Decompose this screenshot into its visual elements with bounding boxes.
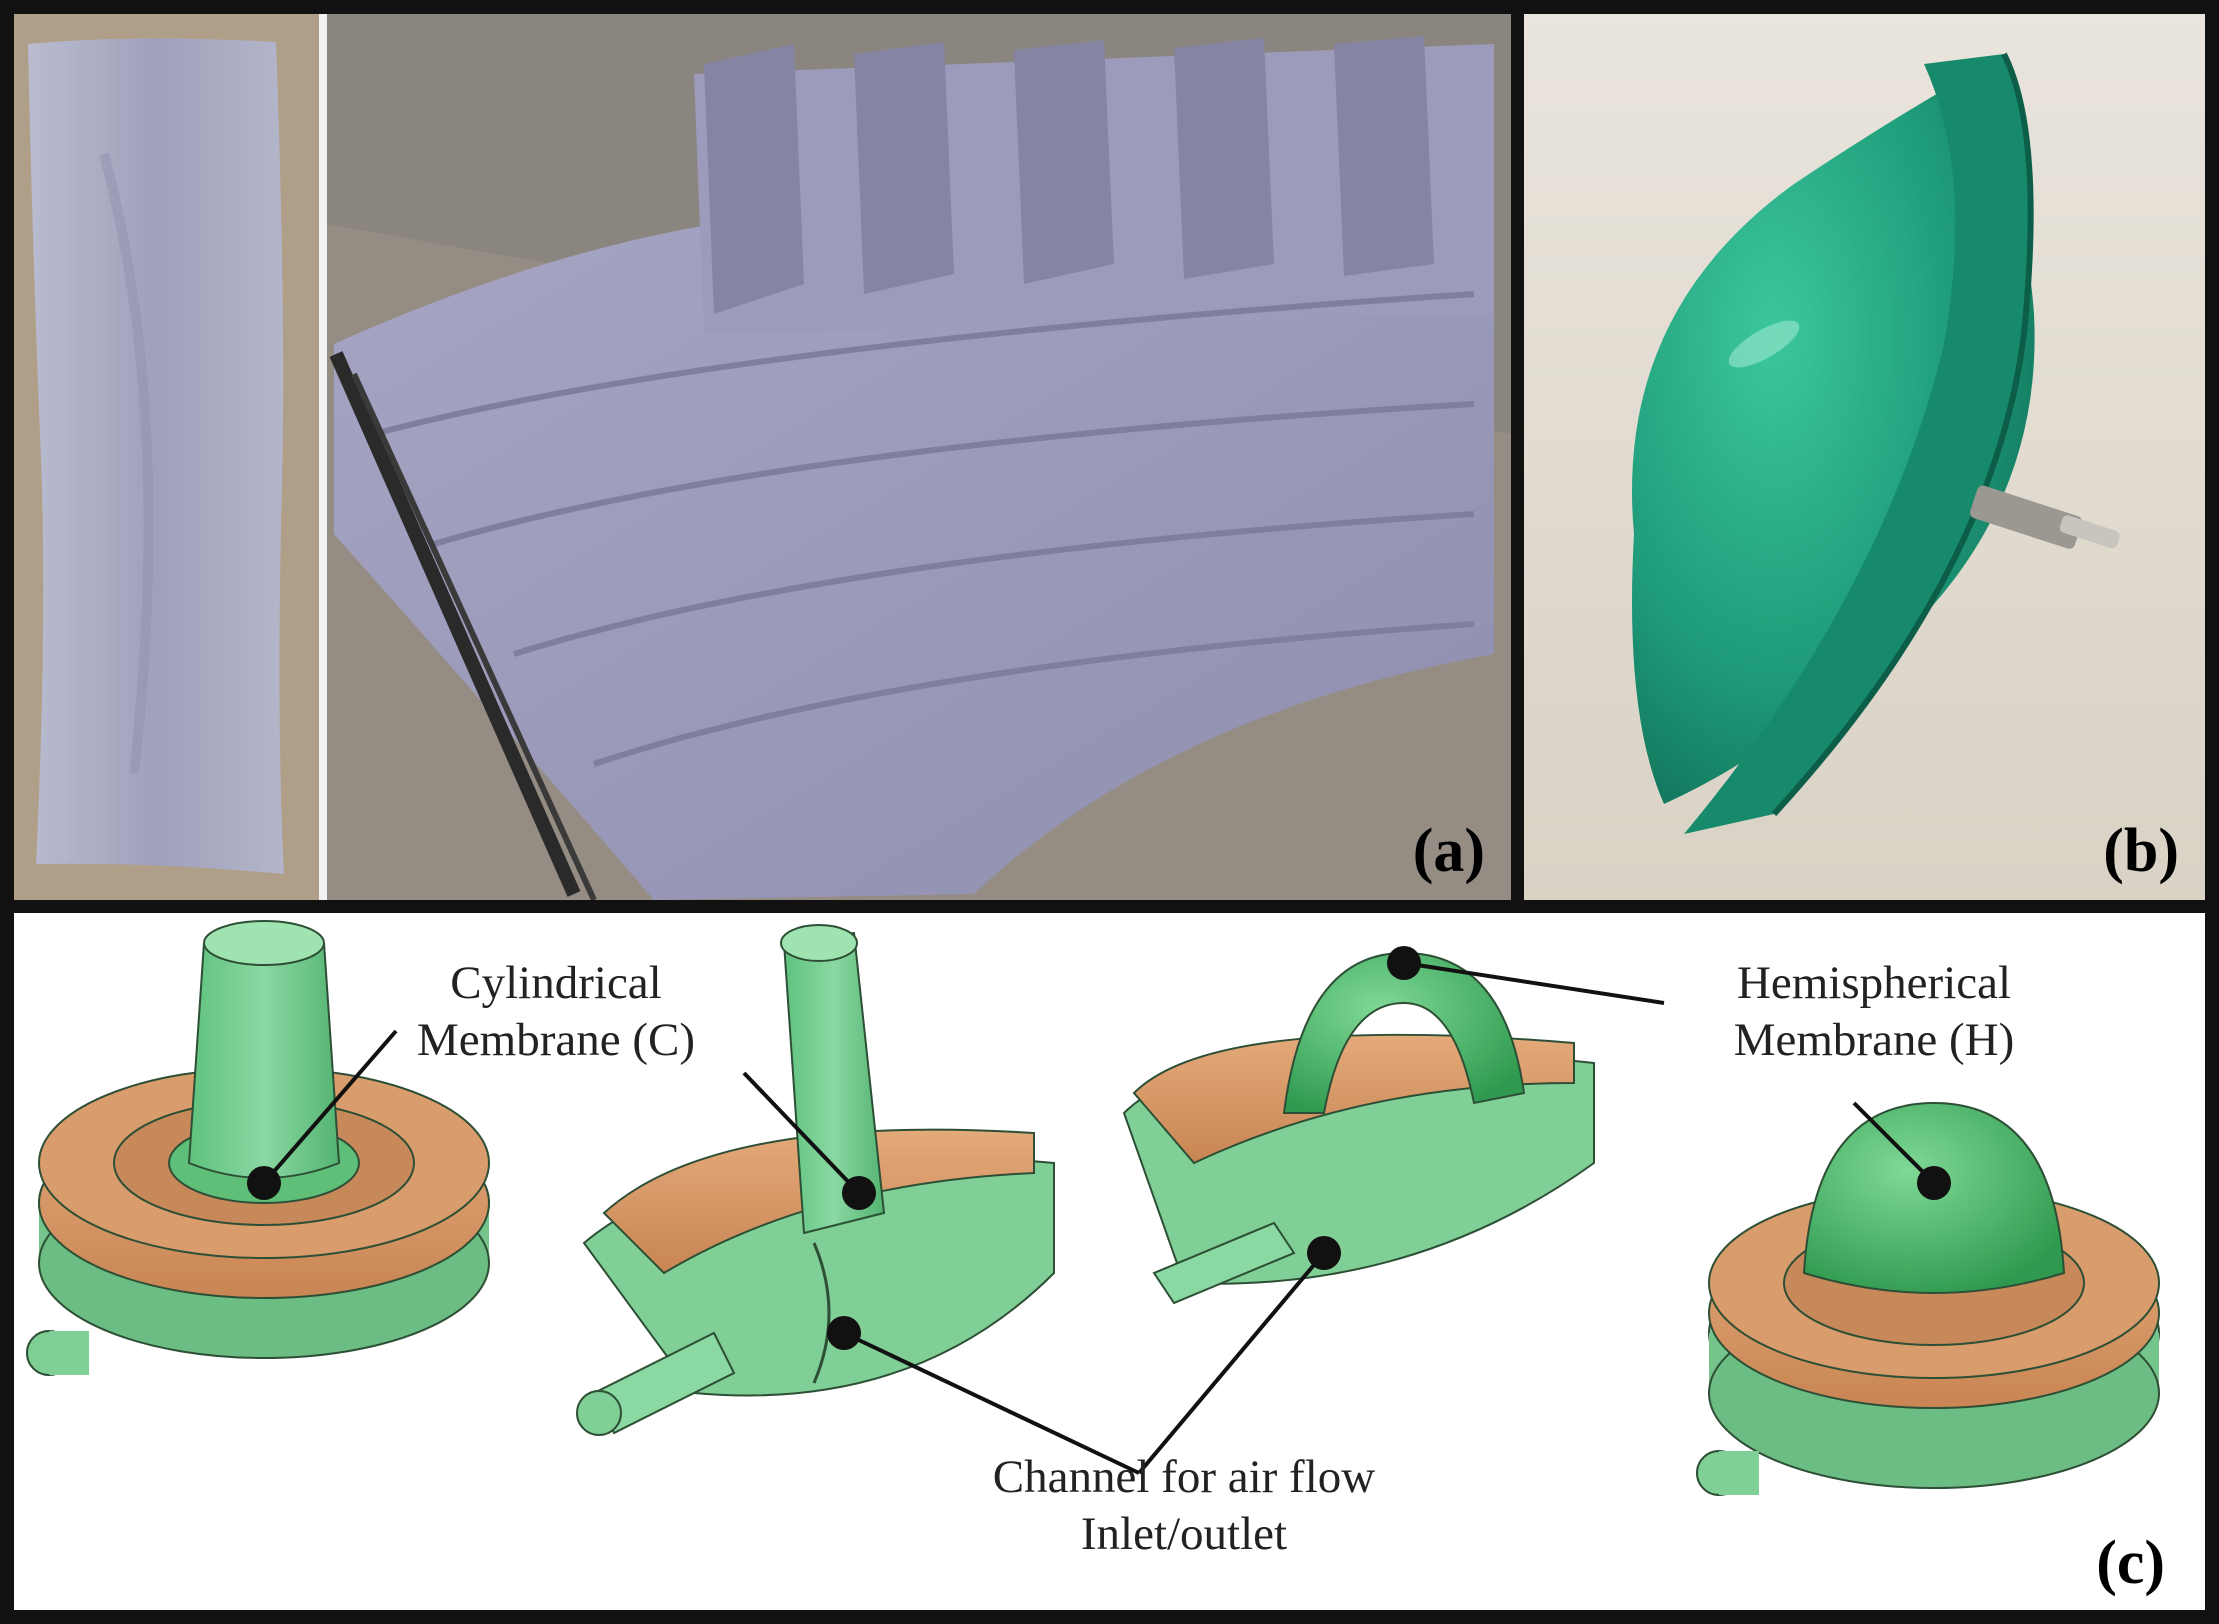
callout-cylindrical-membrane: Cylindrical Membrane (C): [386, 955, 726, 1070]
callout-hemispherical-line2: Membrane (H): [1733, 1014, 2015, 1067]
panel-a-fabric-photo: (a): [14, 14, 1511, 900]
panel-label-a: (a): [1412, 817, 1485, 885]
panel-divider-horizontal: [0, 900, 2219, 913]
callout-hemispherical-membrane: Hemispherical Membrane (H): [1674, 955, 2074, 1070]
callout-hemispherical-line1: Hemispherical: [1736, 957, 2012, 1009]
fabric-bladders-illustration: [14, 14, 1511, 900]
cylindrical-cutaway: [576, 924, 1055, 1436]
callout-channel-line1: Channel for air flow: [992, 1451, 1376, 1503]
panel-label-c: (c): [2096, 1529, 2165, 1597]
panel-b-rubber-photo: (b): [1524, 14, 2205, 900]
callout-air-channel: Channel for air flow Inlet/outlet: [914, 1449, 1454, 1564]
panel-divider-vertical: [1511, 0, 1524, 913]
cad-renderings: [26, 920, 2160, 1496]
cylindrical-assembly: [26, 920, 490, 1376]
panel-label-b: (b): [2103, 817, 2179, 885]
callout-channel-line2: Inlet/outlet: [1080, 1508, 1288, 1561]
panel-c-cad-diagram: Cylindrical Membrane (C) Hemispherical M…: [14, 913, 2205, 1610]
callout-cylindrical-line2: Membrane (C): [417, 1014, 695, 1067]
callout-cylindrical-line1: Cylindrical: [450, 957, 662, 1009]
rubber-bladder-illustration: [1524, 14, 2205, 900]
callout-leader-lines: [247, 946, 1951, 1475]
hemispherical-cutaway: [1122, 951, 1595, 1305]
